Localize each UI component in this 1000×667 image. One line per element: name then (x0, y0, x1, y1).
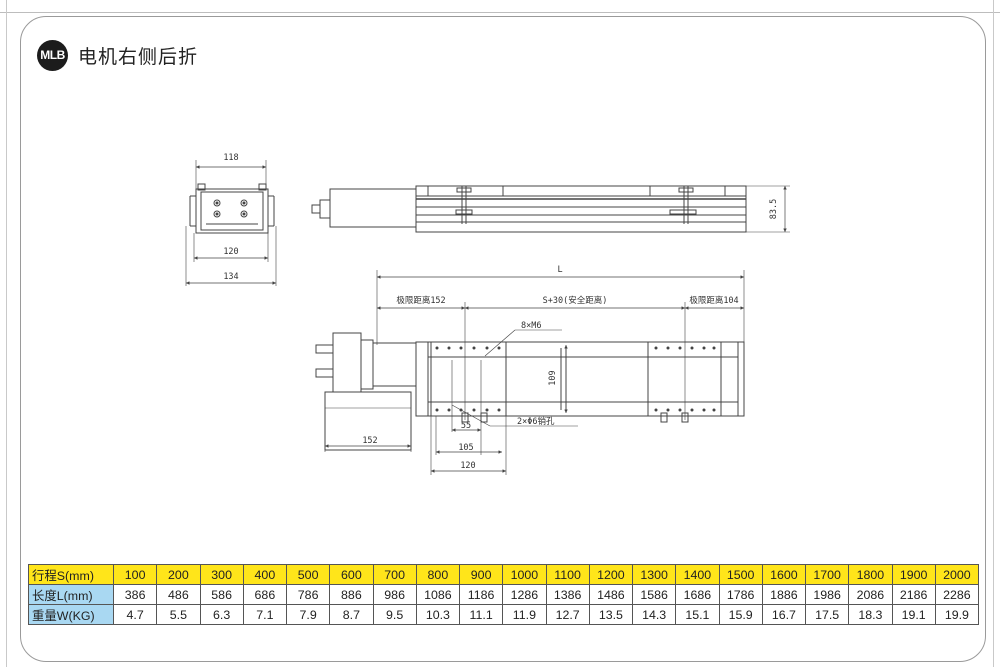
table-cell: 1200 (588, 564, 634, 585)
top-view (315, 270, 745, 475)
table-cell: 1186 (458, 584, 504, 605)
table-cell: 7.9 (285, 604, 331, 625)
table-cell: 2000 (934, 564, 980, 585)
table-row-weight: 重量W(KG) 4.7 5.5 6.3 7.1 7.9 8.7 9.5 10.3… (28, 604, 980, 625)
top-divider (0, 0, 1000, 13)
table-cell: 7.1 (242, 604, 288, 625)
dim-stroke-safe: S+30(安全距离) (543, 295, 608, 306)
table-cell: 13.5 (588, 604, 634, 625)
table-cell: 200 (156, 564, 201, 585)
table-cell: 800 (415, 564, 461, 585)
dim-L: L (557, 265, 562, 275)
table-cell: 1900 (891, 564, 936, 585)
table-cell: 1100 (545, 564, 590, 585)
table-cell: 500 (285, 564, 331, 585)
table-cell: 386 (112, 584, 158, 605)
table-cell: 1700 (804, 564, 850, 585)
table-cell: 2286 (934, 584, 980, 605)
table-cell: 14.3 (631, 604, 677, 625)
table-cell: 1500 (718, 564, 763, 585)
page-title: 电机右侧后折 (78, 45, 199, 68)
right-edge-line (993, 0, 994, 667)
table-cell: 1886 (761, 584, 807, 605)
row-header-stroke: 行程S(mm) (28, 564, 114, 585)
table-cell: 15.9 (718, 604, 763, 625)
table-cell: 10.3 (415, 604, 461, 625)
table-cell: 300 (199, 564, 244, 585)
table-cell: 1800 (848, 564, 893, 585)
table-cell: 986 (372, 584, 417, 605)
table-cell: 1586 (631, 584, 677, 605)
table-cell: 2086 (848, 584, 893, 605)
table-cell: 586 (199, 584, 244, 605)
table-cell: 900 (458, 564, 504, 585)
left-edge-line (6, 0, 7, 667)
table-cell: 12.7 (545, 604, 590, 625)
table-cell: 8.7 (329, 604, 374, 625)
table-row-stroke: 行程S(mm) 100 200 300 400 500 600 700 800 … (28, 564, 980, 585)
table-cell: 11.9 (502, 604, 547, 625)
dim-134: 134 (223, 272, 238, 282)
table-cell: 11.1 (458, 604, 504, 625)
table-cell: 600 (329, 564, 374, 585)
table-cell: 4.7 (112, 604, 158, 625)
dim-83-5: 83.5 (769, 199, 779, 219)
label-8xM6: 8×M6 (521, 321, 541, 331)
table-cell: 1000 (502, 564, 547, 585)
content-frame (20, 16, 986, 662)
table-cell: 9.5 (372, 604, 417, 625)
table-cell: 18.3 (848, 604, 893, 625)
table-cell: 1286 (502, 584, 547, 605)
table-cell: 786 (285, 584, 331, 605)
label-pin-holes: 2×Φ6销孔 (517, 416, 555, 427)
table-cell: 15.1 (675, 604, 720, 625)
spec-table: 行程S(mm) 100 200 300 400 500 600 700 800 … (28, 564, 980, 625)
table-cell: 486 (156, 584, 201, 605)
table-cell: 1786 (718, 584, 763, 605)
page-header: MLB 电机右侧后折 (37, 39, 199, 71)
table-cell: 1386 (545, 584, 590, 605)
dim-120-bottom: 120 (460, 461, 475, 471)
table-cell: 6.3 (199, 604, 244, 625)
dim-109: 109 (548, 370, 558, 385)
table-cell: 1986 (804, 584, 850, 605)
technical-drawing: 118 120 134 83.5 L 极限距离152 S+30(安全距离) 极限… (185, 153, 790, 475)
dim-limit-right: 极限距离104 (689, 295, 738, 306)
model-badge: MLB (37, 39, 68, 71)
table-cell: 19.1 (891, 604, 936, 625)
table-cell: 16.7 (761, 604, 807, 625)
table-cell: 17.5 (804, 604, 850, 625)
table-cell: 19.9 (934, 604, 980, 625)
table-cell: 886 (329, 584, 374, 605)
table-cell: 686 (242, 584, 288, 605)
dim-118: 118 (223, 153, 238, 163)
table-row-length: 长度L(mm) 386 486 586 686 786 886 986 1086… (28, 584, 980, 605)
table-cell: 1086 (415, 584, 461, 605)
table-cell: 5.5 (156, 604, 201, 625)
dim-120-side: 120 (223, 247, 238, 257)
dim-55: 55 (461, 421, 471, 431)
dim-105: 105 (458, 443, 473, 453)
table-cell: 700 (372, 564, 417, 585)
table-cell: 1400 (675, 564, 720, 585)
side-view (311, 185, 790, 233)
table-cell: 1486 (588, 584, 634, 605)
table-cell: 2186 (891, 584, 936, 605)
table-cell: 1600 (761, 564, 807, 585)
end-view (185, 160, 277, 286)
dim-152: 152 (362, 436, 377, 446)
table-cell: 1300 (631, 564, 677, 585)
table-cell: 400 (242, 564, 288, 585)
dim-limit-left: 极限距离152 (396, 295, 445, 306)
table-cell: 100 (112, 564, 158, 585)
table-cell: 1686 (675, 584, 720, 605)
row-header-weight: 重量W(KG) (28, 604, 114, 625)
row-header-length: 长度L(mm) (28, 584, 114, 605)
